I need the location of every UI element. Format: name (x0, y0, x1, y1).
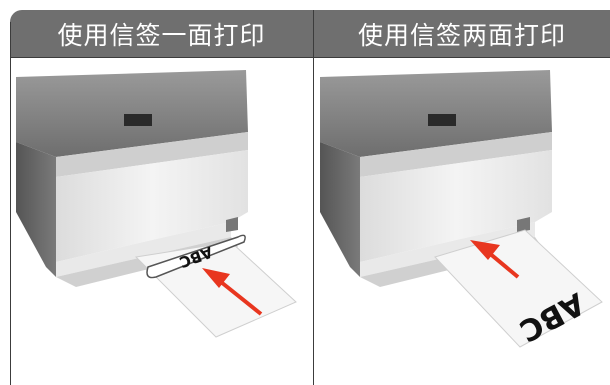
table-border-left (10, 22, 11, 385)
printer-illustration: ABC (320, 70, 603, 348)
feed-arrow-icon (470, 240, 520, 279)
feed-arrow-icon (202, 268, 263, 316)
column-header-two-sides: 使用信签两面打印 (314, 10, 610, 57)
printer-illustration: ABC (16, 70, 297, 338)
column-header-one-side: 使用信签一面打印 (10, 10, 313, 57)
illustration-two-sides: ABC (320, 62, 607, 360)
illustration-one-side: ABC (16, 62, 308, 360)
header-divider (10, 57, 610, 58)
column-divider (313, 10, 314, 385)
